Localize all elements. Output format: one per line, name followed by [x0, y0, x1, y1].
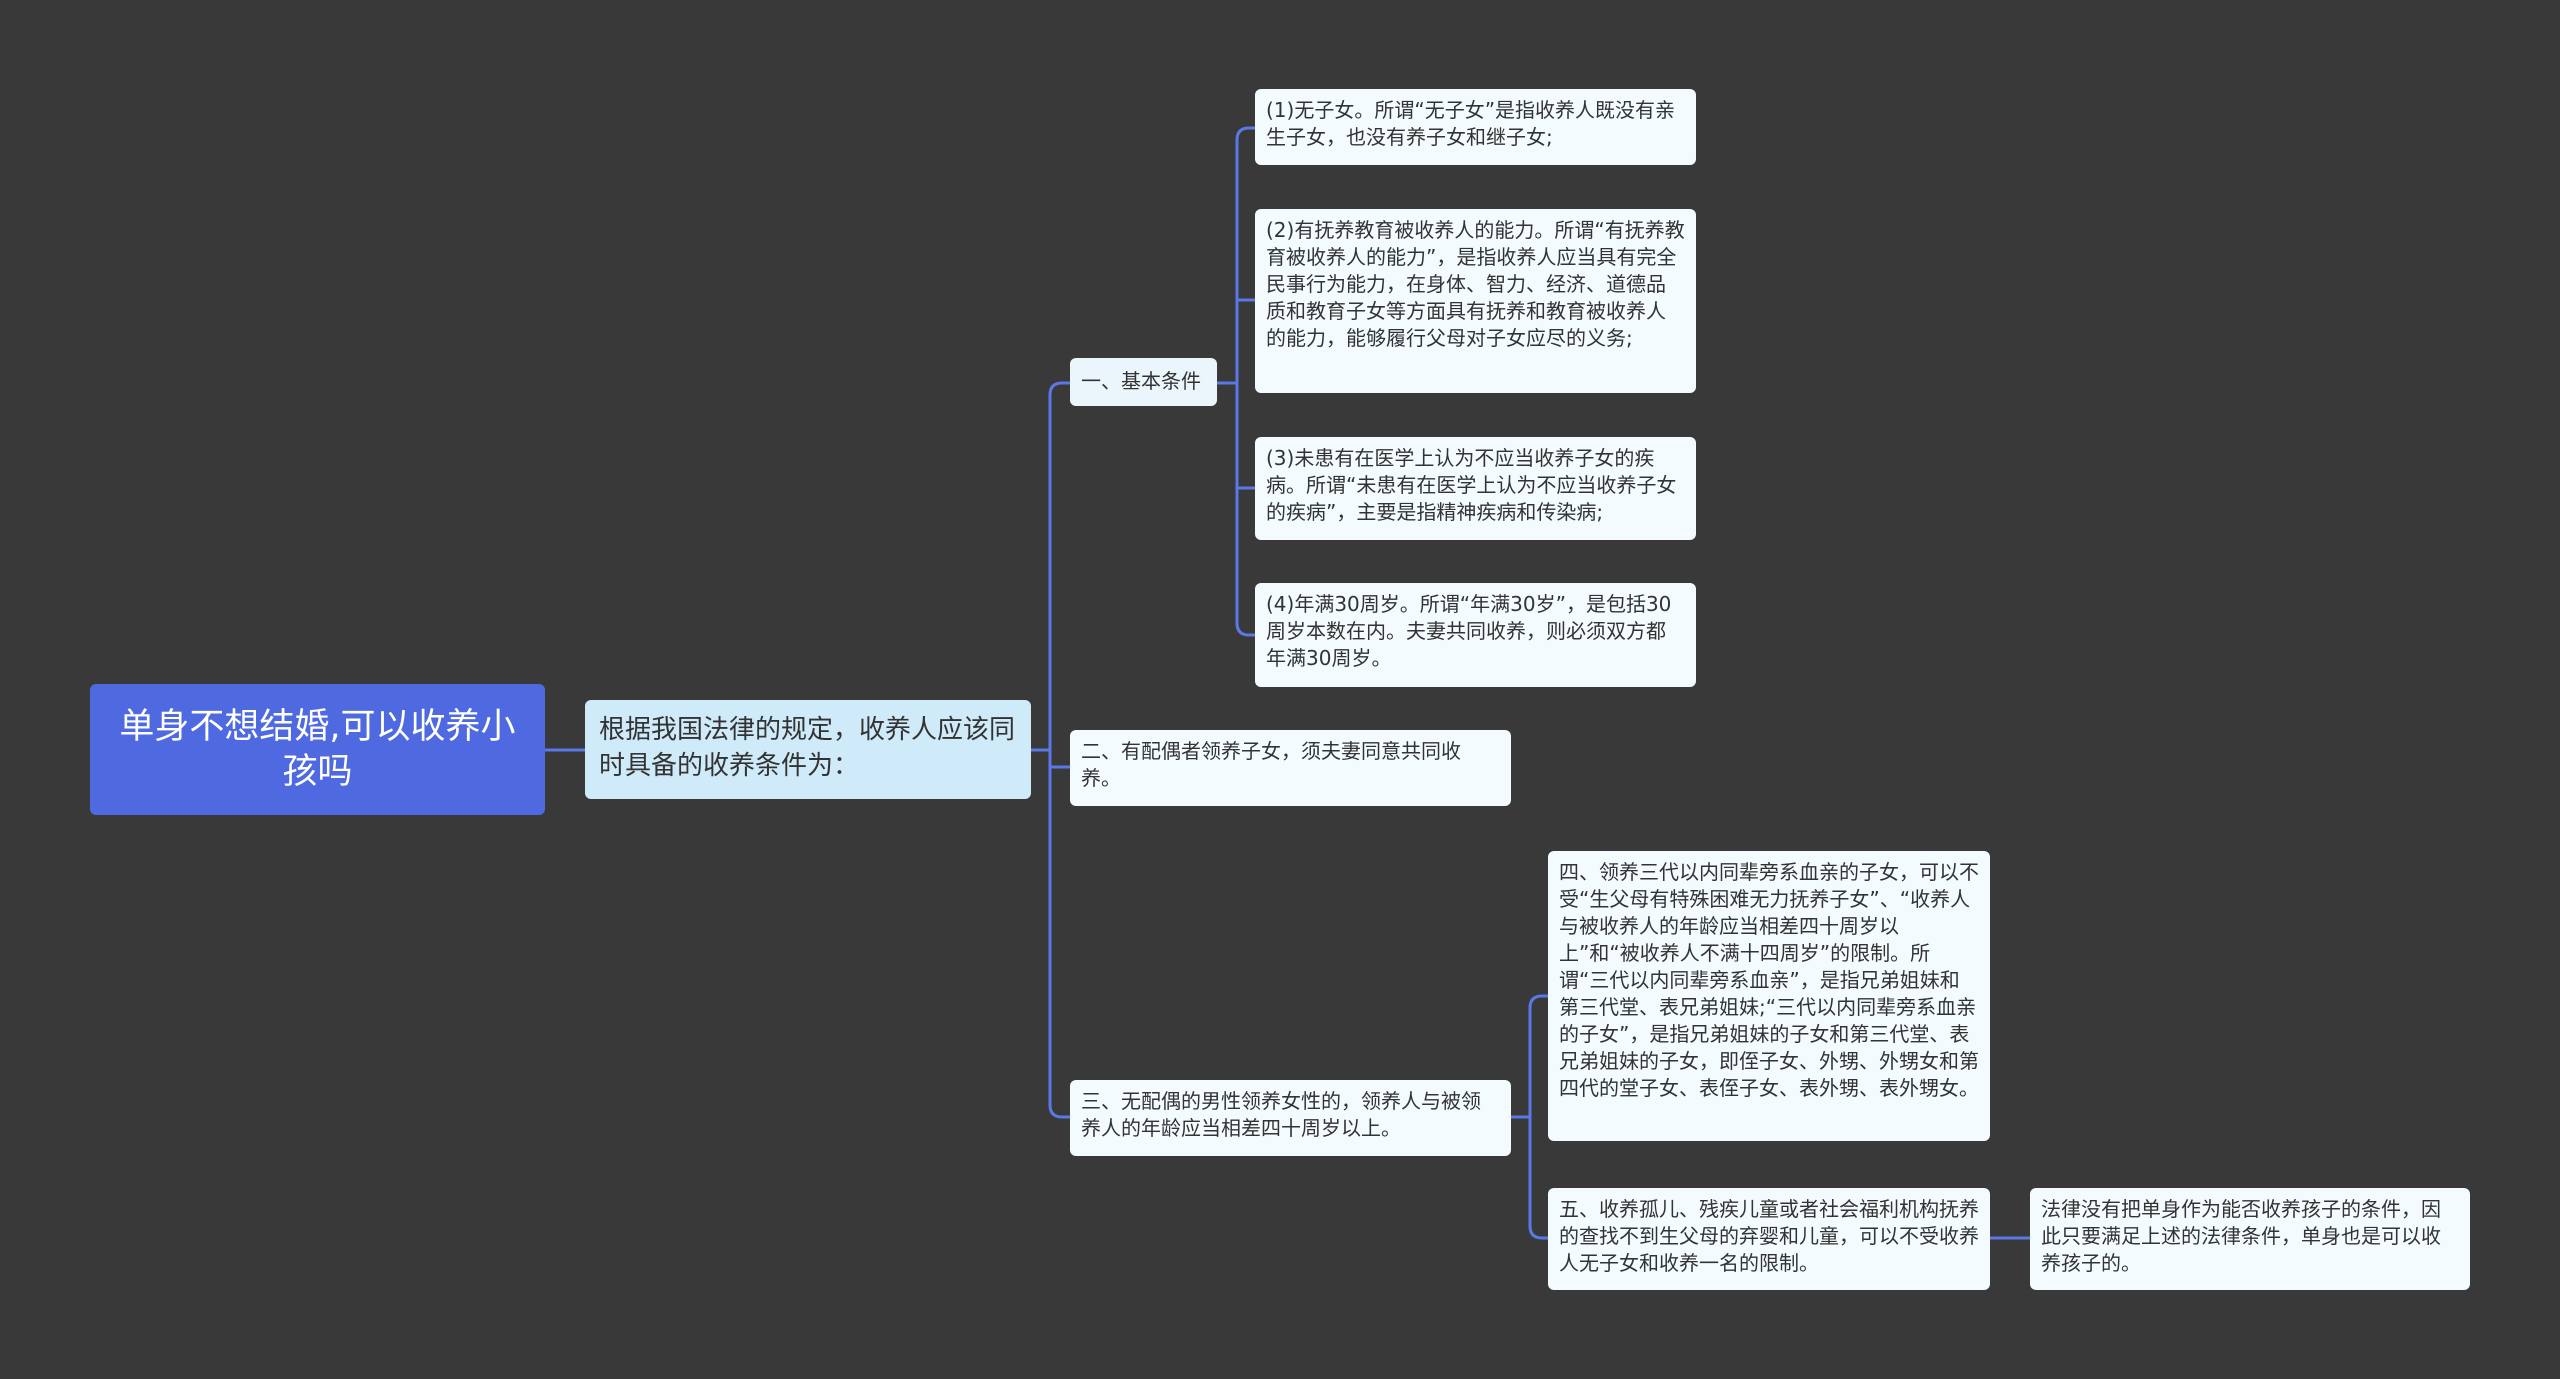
root-topic[interactable]: 单身不想结婚,可以收养小孩吗 [90, 684, 545, 815]
unmarried-condition-topic[interactable]: 三、无配偶的男性领养女性的，领养人与被领养人的年龄应当相差四十周岁以上。 [1070, 1080, 1511, 1156]
link-unmarried-item5 [1528, 1117, 1548, 1240]
basic-conditions-label: 一、基本条件 [1081, 369, 1201, 393]
basic-item-1[interactable]: (1)无子女。所谓“无子女”是指收养人既没有亲生子女，也没有养子女和继子女; [1255, 89, 1696, 165]
basic-item-3[interactable]: (3)未患有在医学上认为不应当收养子女的疾病。所谓“未患有在医学上认为不应当收养… [1255, 437, 1696, 540]
basic-item-2[interactable]: (2)有抚养教育被收养人的能力。所谓“有抚养教育被收养人的能力”，是指收养人应当… [1255, 209, 1696, 393]
link-basic-item3 [1235, 383, 1255, 490]
basic-item-3-label: (3)未患有在医学上认为不应当收养子女的疾病。所谓“未患有在医学上认为不应当收养… [1266, 446, 1677, 524]
basic-item-4[interactable]: (4)年满30周岁。所谓“年满30岁”，是包括30周岁本数在内。夫妻共同收养，则… [1255, 583, 1696, 687]
basic-item-1-label: (1)无子女。所谓“无子女”是指收养人既没有亲生子女，也没有养子女和继子女; [1266, 98, 1676, 149]
link-level1-unmarried [1048, 750, 1070, 1119]
link-basic-item2 [1235, 298, 1255, 383]
conclusion-label: 法律没有把单身作为能否收养孩子的条件，因此只要满足上述的法律条件，单身也是可以收… [2041, 1197, 2441, 1275]
basic-item-2-label: (2)有抚养教育被收养人的能力。所谓“有抚养教育被收养人的能力”，是指收养人应当… [1266, 218, 1685, 350]
link-basic-item1 [1217, 126, 1255, 385]
root-topic-label: 单身不想结婚,可以收养小孩吗 [119, 706, 516, 792]
unmarried-condition-label: 三、无配偶的男性领养女性的，领养人与被领养人的年龄应当相差四十周岁以上。 [1081, 1089, 1481, 1140]
link-level1-spouse [1048, 750, 1070, 769]
unmarried-item-5[interactable]: 五、收养孤儿、残疾儿童或者社会福利机构抚养的查找不到生父母的弃婴和儿童，可以不受… [1548, 1188, 1990, 1290]
unmarried-item-4-label: 四、领养三代以内同辈旁系血亲的子女，可以不受“生父母有特殊困难无力抚养子女”、“… [1559, 860, 1979, 1100]
basic-conditions-topic[interactable]: 一、基本条件 [1070, 358, 1217, 406]
link-basic-item4 [1235, 383, 1255, 637]
spouse-condition-topic[interactable]: 二、有配偶者领养子女，须夫妻同意共同收养。 [1070, 730, 1511, 806]
basic-item-4-label: (4)年满30周岁。所谓“年满30岁”，是包括30周岁本数在内。夫妻共同收养，则… [1266, 592, 1672, 670]
link-level1-basic [1031, 381, 1070, 752]
level1-topic[interactable]: 根据我国法律的规定，收养人应该同时具备的收养条件为： [585, 700, 1031, 799]
spouse-condition-label: 二、有配偶者领养子女，须夫妻同意共同收养。 [1081, 739, 1461, 790]
conclusion-topic[interactable]: 法律没有把单身作为能否收养孩子的条件，因此只要满足上述的法律条件，单身也是可以收… [2030, 1188, 2470, 1290]
unmarried-item-5-label: 五、收养孤儿、残疾儿童或者社会福利机构抚养的查找不到生父母的弃婴和儿童，可以不受… [1559, 1197, 1979, 1275]
level1-topic-label: 根据我国法律的规定，收养人应该同时具备的收养条件为： [599, 715, 1016, 781]
link-unmarried-item4 [1511, 994, 1548, 1119]
unmarried-item-4[interactable]: 四、领养三代以内同辈旁系血亲的子女，可以不受“生父母有特殊困难无力抚养子女”、“… [1548, 851, 1990, 1141]
